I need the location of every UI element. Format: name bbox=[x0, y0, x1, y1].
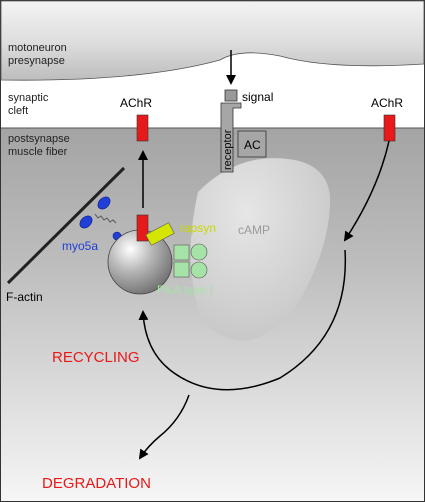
achr-left-label: AChR bbox=[120, 96, 152, 110]
adenylyl-cyclase bbox=[237, 130, 267, 158]
pka-subunit-4 bbox=[190, 261, 208, 279]
ac-label: AC bbox=[244, 138, 261, 152]
myo5a-head-1 bbox=[97, 196, 111, 210]
pka-label: PKA type I bbox=[157, 283, 213, 297]
camp-region bbox=[190, 158, 331, 341]
factin-filament bbox=[6, 166, 126, 285]
cleft-label-2: cleft bbox=[8, 105, 28, 117]
degradation-arrow bbox=[138, 394, 190, 460]
pka-subunit-1 bbox=[173, 244, 190, 261]
myo5a-label: myo5a bbox=[62, 239, 98, 253]
pka-subunit-2 bbox=[173, 261, 190, 278]
recycling-loop-arrow bbox=[138, 249, 347, 391]
recycling-label: RECYCLING bbox=[52, 349, 140, 366]
myo5a-tail bbox=[94, 213, 117, 224]
factin-label: F-actin bbox=[6, 290, 43, 304]
rapsyn-protein bbox=[145, 222, 175, 246]
presynapse-label-1: motoneuron bbox=[8, 42, 67, 54]
internalization-arrow bbox=[343, 140, 390, 242]
achr-vesicle-receptor bbox=[136, 214, 149, 242]
postsynapse-label-1: postsynapse bbox=[8, 133, 70, 145]
achr-right-label: AChR bbox=[371, 96, 403, 110]
rapsyn-label: rapsyn bbox=[180, 221, 216, 235]
camp-label: cAMP bbox=[238, 223, 270, 237]
signal-label: signal bbox=[242, 90, 273, 104]
achr-left-receptor bbox=[136, 114, 149, 142]
presynapse-region bbox=[0, 0, 425, 81]
presynapse-label-2: presynapse bbox=[8, 55, 65, 67]
receptor-shape bbox=[220, 102, 242, 173]
signal-molecule bbox=[224, 89, 238, 102]
pka-subunit-3 bbox=[190, 243, 208, 261]
degradation-label: DEGRADATION bbox=[42, 475, 151, 492]
achr-right-receptor bbox=[383, 114, 396, 142]
postsynapse-label-2: muscle fiber bbox=[8, 146, 68, 158]
receptor-label: receptor bbox=[222, 129, 234, 170]
myo5a-head-2 bbox=[79, 215, 93, 229]
cleft-label-1: synaptic bbox=[8, 92, 49, 104]
